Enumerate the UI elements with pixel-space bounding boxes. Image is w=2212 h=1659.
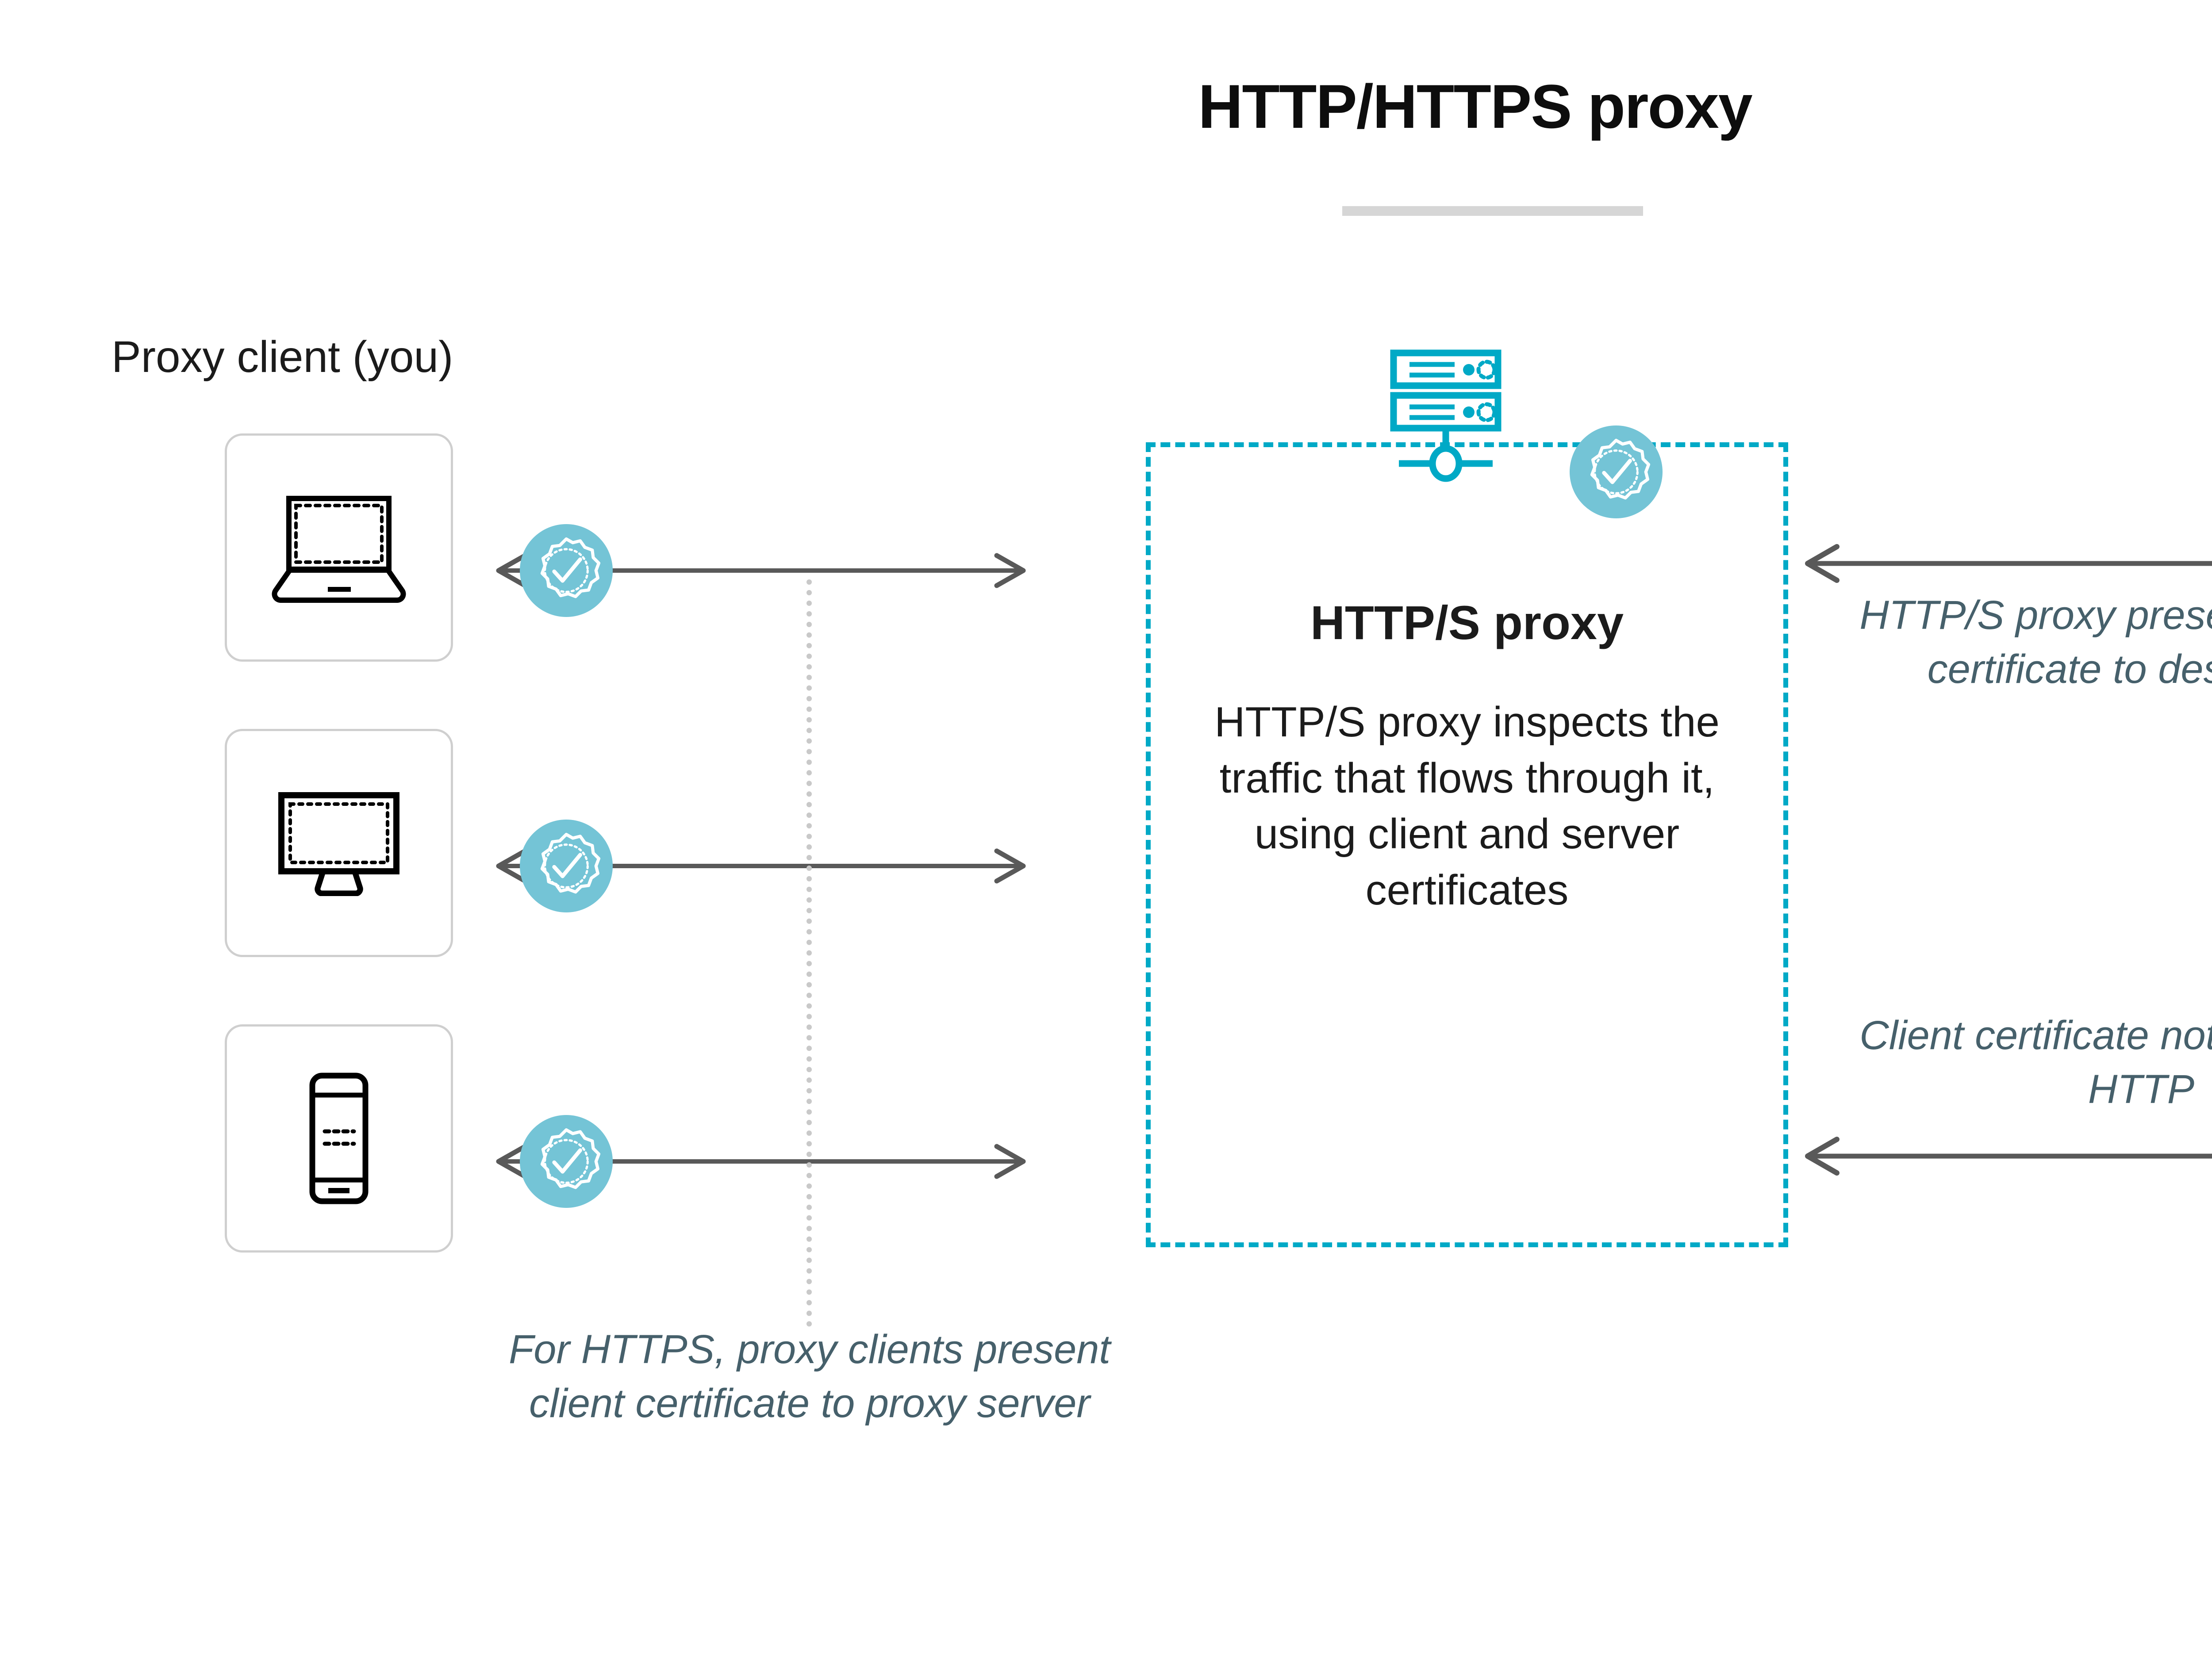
smartphone-icon [309, 1073, 369, 1204]
client-certificate-connector-line [806, 579, 812, 1327]
proxy-client-label: Proxy client (you) [111, 332, 453, 382]
proxy-destination-arrow-http [1805, 1137, 2212, 1176]
monitor-icon [278, 792, 399, 896]
client-device-card-laptop[interactable] [225, 433, 453, 662]
certificate-check-icon [520, 1115, 613, 1208]
page-title: HTTP/HTTPS proxy [1198, 72, 1752, 141]
proxy-heading: HTTP/S proxy [1310, 596, 1624, 649]
http-destination-annotation: Client certificate not needed for HTTP [1859, 1013, 2212, 1112]
server-rack-icon [1390, 349, 1502, 482]
https-destination-annotation: HTTP/S proxy presents a client certifica… [1859, 593, 2212, 692]
client-device-card-smartphone[interactable] [225, 1024, 453, 1253]
client-certificate-annotation: For HTTPS, proxy clients present client … [509, 1327, 1110, 1426]
proxy-boundary-box [1146, 442, 1788, 1247]
laptop-icon [272, 496, 406, 603]
certificate-check-icon [520, 524, 613, 617]
certificate-check-icon [520, 820, 613, 912]
certificate-check-icon [1570, 425, 1663, 518]
proxy-description: HTTP/S proxy inspects the traffic that f… [1214, 698, 1720, 914]
client-device-card-monitor[interactable] [225, 729, 453, 957]
title-underline-rule [1342, 206, 1643, 216]
proxy-destination-arrow-https [1805, 544, 2212, 583]
